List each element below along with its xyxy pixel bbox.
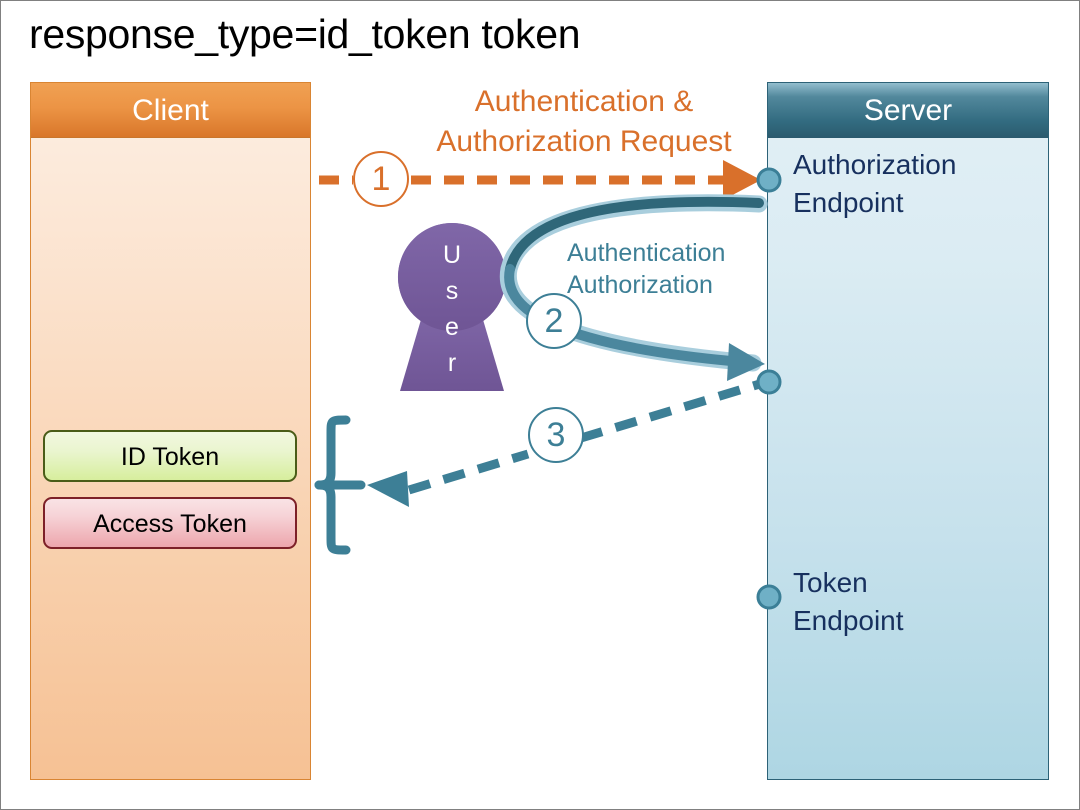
user-letter-1: s	[445, 277, 459, 305]
token-group-brace	[314, 415, 366, 555]
flow-1-label-line2: Authorization Request	[436, 125, 732, 158]
flow-1-label-line1: Authentication &	[474, 85, 694, 118]
server-panel: Server Authorization Endpoint Token Endp…	[767, 82, 1049, 780]
step-badge-3[interactable]: 3	[528, 407, 584, 463]
user-label: U s e r	[397, 237, 507, 381]
id-token-box[interactable]: ID Token	[43, 430, 297, 482]
server-header-label: Server	[768, 83, 1048, 138]
flow-2-label: Authentication Authorization	[567, 237, 725, 301]
user-letter-3: r	[447, 349, 457, 377]
token-endpoint-line1: Token	[793, 567, 868, 598]
token-endpoint-label[interactable]: Token Endpoint	[793, 564, 904, 640]
flow-1-label: Authentication & Authorization Request	[399, 82, 769, 162]
authorization-endpoint-line1: Authorization	[793, 149, 957, 180]
page-title: response_type=id_token token	[29, 11, 581, 57]
client-panel: Client ID Token Access Token	[30, 82, 311, 780]
user-letter-0: U	[442, 241, 462, 269]
flow-2-label-line1: Authentication	[567, 239, 726, 267]
token-endpoint-line2: Endpoint	[793, 605, 904, 636]
authorization-endpoint-label[interactable]: Authorization Endpoint	[793, 146, 956, 222]
access-token-box[interactable]: Access Token	[43, 497, 297, 549]
flow-2-label-line2: Authorization	[567, 271, 713, 299]
client-header-label: Client	[31, 83, 310, 138]
id-token-label: ID Token	[120, 443, 220, 471]
step-badge-1[interactable]: 1	[353, 151, 409, 207]
authorization-endpoint-line2: Endpoint	[793, 187, 904, 218]
step-badge-2[interactable]: 2	[526, 293, 582, 349]
access-token-label: Access Token	[93, 510, 247, 538]
user-letter-2: e	[445, 313, 459, 341]
